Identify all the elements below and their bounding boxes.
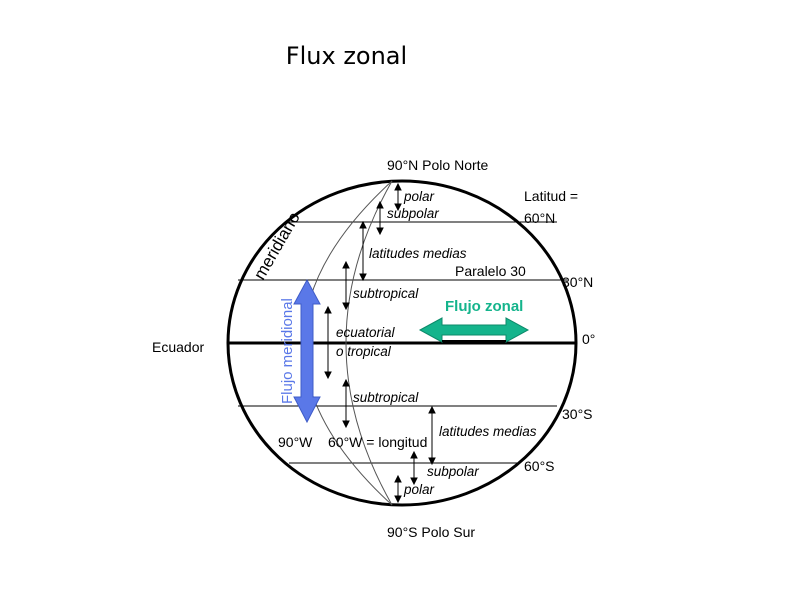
zone-mid-s: latitudes medias [439,424,537,439]
zonal-flow-arrow [418,317,530,343]
zonal-flow-label: Flujo zonal [445,298,523,315]
zone-arrows [324,182,436,504]
zone-polar-n: polar [403,189,435,204]
zone-subpolar-n: subpolar [387,206,439,221]
zone-equatorial-2: o tropical [336,344,392,359]
lat-30s-label: 30°S [562,406,593,422]
meridional-flow-arrow [293,278,321,424]
lat-0-label: 0° [582,331,595,347]
lat-60s-label: 60°S [524,458,555,474]
zone-equatorial-1: ecuatorial [336,325,396,340]
zone-subpolar-s: subpolar [427,464,479,479]
meridian-label: meridiano [250,209,304,283]
meridional-flow-label: Flujo meridional [279,298,296,404]
lon-60w-label: 60°W = longitud [328,434,427,450]
meridian-60w [345,180,393,506]
lon-90w-label: 90°W [278,434,313,450]
zone-subtropical-s: subtropical [353,390,419,405]
parallel-30-label: Paralelo 30 [455,263,526,279]
zone-subtropical-n: subtropical [353,286,419,301]
south-pole-label: 90°S Polo Sur [387,524,475,540]
lat-60n-label: 60°N [524,210,555,226]
page-title: Flux zonal [285,42,408,70]
zone-mid-n: latitudes medias [369,246,467,261]
lat-30n-label: 30°N [562,274,593,290]
north-pole-label: 90°N Polo Norte [387,157,489,173]
equator-label: Ecuador [152,339,204,355]
zone-polar-s: polar [403,482,435,497]
latitude-label: Latitud = [524,188,578,204]
